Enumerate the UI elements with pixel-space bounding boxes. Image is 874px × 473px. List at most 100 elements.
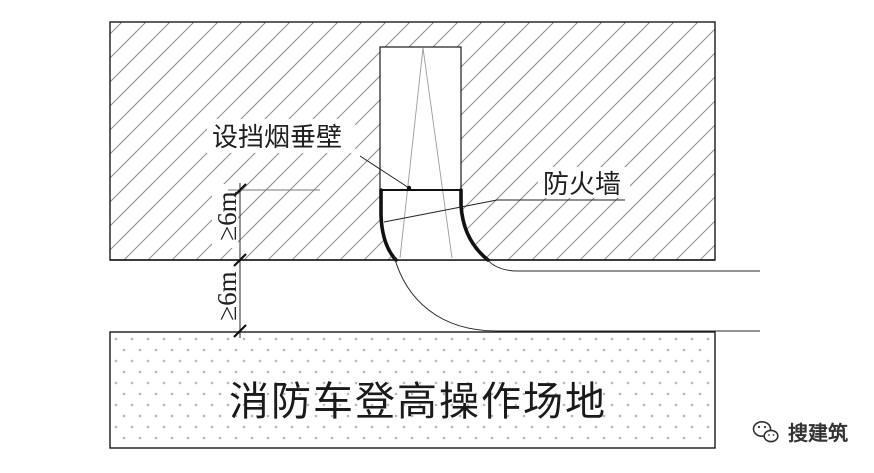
dot-mark	[642, 381, 646, 385]
dot-mark	[418, 381, 422, 385]
dot-mark	[258, 425, 262, 429]
dot-mark	[218, 348, 222, 352]
dot-mark	[258, 337, 262, 341]
dot-mark	[562, 403, 566, 407]
dot-mark	[362, 348, 366, 352]
dot-mark	[130, 359, 134, 363]
dot-mark	[658, 381, 662, 385]
dot-mark	[578, 337, 582, 341]
dot-mark	[626, 381, 630, 385]
dot-mark	[706, 403, 710, 407]
dot-mark	[586, 370, 590, 374]
dimension-label-upper: ≥6m	[212, 191, 242, 240]
dot-mark	[706, 337, 710, 341]
dot-mark	[482, 381, 486, 385]
dot-mark	[602, 348, 606, 352]
dot-mark	[338, 425, 342, 429]
dot-mark	[274, 403, 278, 407]
dot-mark	[570, 414, 574, 418]
dot-mark	[298, 414, 302, 418]
dot-mark	[418, 337, 422, 341]
dot-mark	[522, 414, 526, 418]
dot-mark	[338, 403, 342, 407]
dot-mark	[330, 370, 334, 374]
dimension-label-lower: ≥6m	[212, 271, 242, 320]
dot-mark	[658, 425, 662, 429]
dot-mark	[666, 392, 670, 396]
dot-mark	[650, 436, 654, 440]
dot-mark	[554, 414, 558, 418]
dot-mark	[130, 425, 134, 429]
dot-mark	[210, 403, 214, 407]
dot-mark	[442, 392, 446, 396]
dot-mark	[346, 348, 350, 352]
dot-mark	[234, 436, 238, 440]
dot-mark	[138, 414, 142, 418]
dot-mark	[386, 337, 390, 341]
dot-mark	[354, 337, 358, 341]
dot-mark	[234, 414, 238, 418]
smoke-barrier-label: 设挡烟垂壁	[212, 123, 342, 153]
dot-mark	[210, 381, 214, 385]
dot-mark	[482, 359, 486, 363]
dot-mark	[130, 403, 134, 407]
dot-mark	[690, 425, 694, 429]
dot-mark	[458, 392, 462, 396]
dot-mark	[410, 392, 414, 396]
dot-mark	[162, 337, 166, 341]
dot-mark	[578, 381, 582, 385]
dot-mark	[282, 370, 286, 374]
dot-mark	[274, 381, 278, 385]
dot-mark	[626, 359, 630, 363]
dot-mark	[634, 392, 638, 396]
dot-mark	[594, 337, 598, 341]
dot-mark	[466, 337, 470, 341]
dot-mark	[122, 392, 126, 396]
dot-mark	[338, 359, 342, 363]
dot-mark	[426, 370, 430, 374]
dot-mark	[690, 381, 694, 385]
road-edge-outer	[393, 255, 760, 332]
dot-mark	[178, 359, 182, 363]
dot-mark	[690, 403, 694, 407]
dot-mark	[330, 348, 334, 352]
hatch-line	[109, 21, 123, 35]
dot-mark	[154, 414, 158, 418]
dot-mark	[386, 359, 390, 363]
dot-mark	[522, 392, 526, 396]
dot-mark	[162, 359, 166, 363]
dot-mark	[650, 414, 654, 418]
dot-mark	[698, 414, 702, 418]
dot-mark	[346, 414, 350, 418]
hatch-line	[109, 21, 195, 107]
dot-mark	[682, 392, 686, 396]
dot-mark	[362, 392, 366, 396]
dot-mark	[290, 381, 294, 385]
dot-mark	[154, 392, 158, 396]
dot-mark	[250, 414, 254, 418]
dot-mark	[546, 337, 550, 341]
dimension-tick-middle	[233, 253, 247, 267]
dot-mark	[546, 359, 550, 363]
dot-mark	[298, 392, 302, 396]
dot-mark	[346, 370, 350, 374]
dot-mark	[162, 425, 166, 429]
dot-mark	[666, 436, 670, 440]
hatch-line	[109, 21, 147, 59]
dot-mark	[402, 381, 406, 385]
watermark-text: 搜建筑	[788, 421, 848, 445]
dot-mark	[258, 359, 262, 363]
dot-mark	[226, 359, 230, 363]
dot-mark	[314, 414, 318, 418]
dot-mark	[538, 348, 542, 352]
dot-mark	[202, 436, 206, 440]
dot-mark	[386, 381, 390, 385]
dot-mark	[650, 348, 654, 352]
dot-mark	[674, 403, 678, 407]
dot-mark	[242, 403, 246, 407]
dot-mark	[194, 403, 198, 407]
dot-mark	[346, 392, 350, 396]
dot-mark	[642, 337, 646, 341]
dot-mark	[530, 359, 534, 363]
